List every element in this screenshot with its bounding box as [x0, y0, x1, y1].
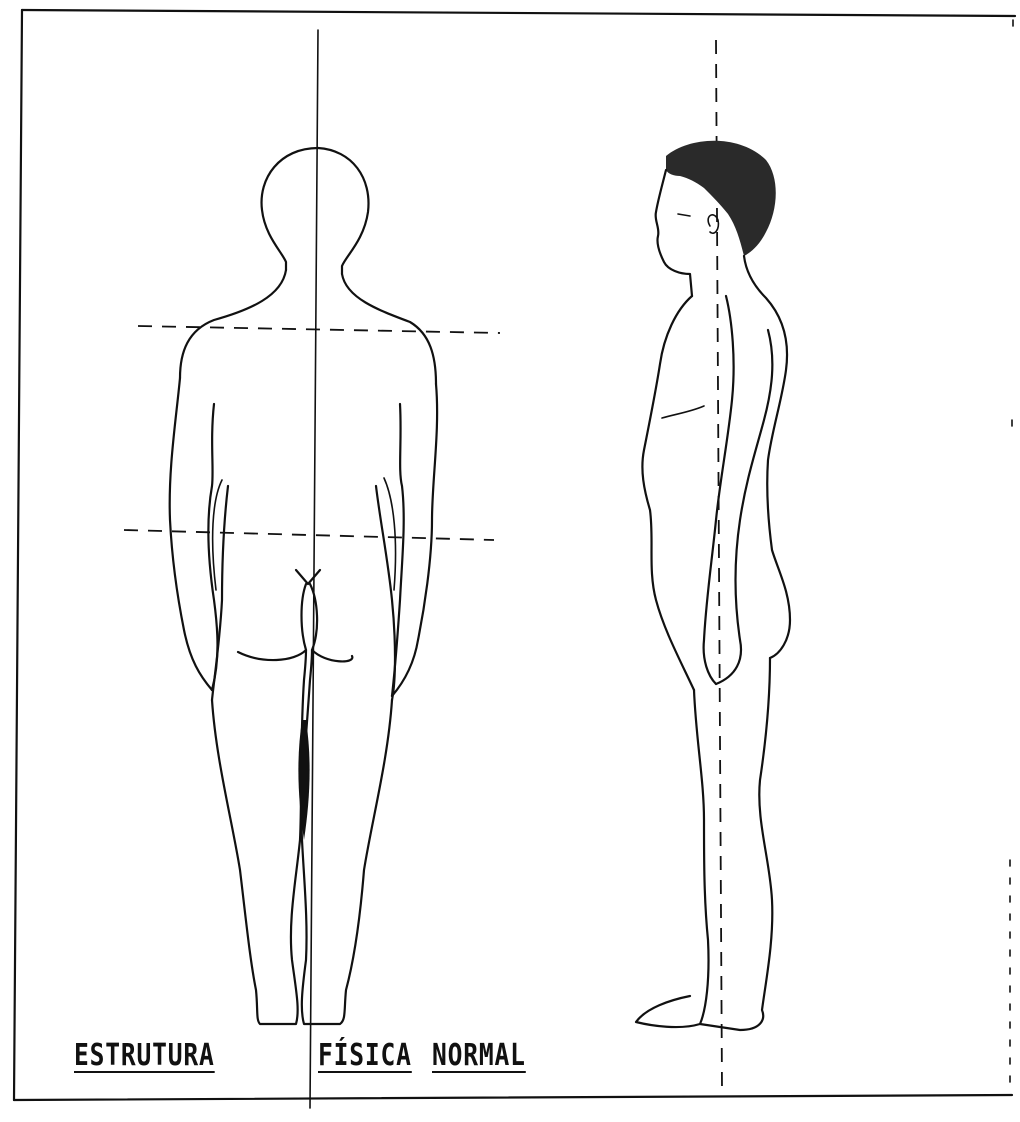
lateral-hair — [666, 141, 776, 256]
posterior-right-buttock — [310, 584, 352, 661]
frame-bottom — [14, 1095, 1012, 1100]
posterior-head-right — [318, 148, 369, 274]
posterior-head-left — [262, 148, 318, 270]
posterior-left-buttock — [238, 584, 306, 660]
lateral-chest-line — [662, 406, 704, 418]
posterior-left-flank — [212, 486, 228, 700]
shoulder-level-line — [138, 326, 500, 333]
frame-right-trace — [1010, 20, 1013, 1090]
frame — [14, 10, 1015, 1100]
posterior-reference-lines — [124, 30, 500, 1108]
hip-level-line — [124, 530, 494, 540]
frame-left — [14, 10, 22, 1100]
posterior-left-leg — [212, 650, 306, 1024]
lateral-eye — [678, 214, 690, 216]
lateral-front-torso — [642, 296, 694, 690]
lateral-ear — [708, 215, 718, 233]
posterior-right-flank — [376, 486, 395, 700]
posterior-right-arm-outer — [392, 384, 437, 696]
lateral-figure — [636, 141, 790, 1030]
posterior-right-shoulder — [342, 274, 436, 384]
caption-word-normal: NORMAL — [432, 1038, 526, 1073]
posterior-gluteal-cleft — [296, 570, 320, 584]
lateral-arm-back — [716, 330, 772, 684]
plumb-line-posterior — [310, 30, 318, 1108]
lateral-back-torso — [744, 256, 790, 658]
posterior-left-arm-outer — [170, 378, 212, 690]
frame-top — [22, 10, 1015, 16]
lateral-face — [656, 170, 692, 296]
posterior-right-leg — [302, 650, 392, 1024]
posterior-figure — [170, 148, 437, 1024]
caption-word-estrutura: ESTRUTURA — [74, 1038, 215, 1073]
lateral-leg-front — [636, 690, 709, 1027]
lateral-leg-back — [700, 658, 772, 1030]
posterior-right-arm-inner — [392, 404, 404, 696]
posterior-left-shoulder — [180, 270, 286, 378]
caption-word-fisica: FÍSICA — [318, 1038, 412, 1073]
posterior-left-wrist-detail — [213, 480, 222, 590]
